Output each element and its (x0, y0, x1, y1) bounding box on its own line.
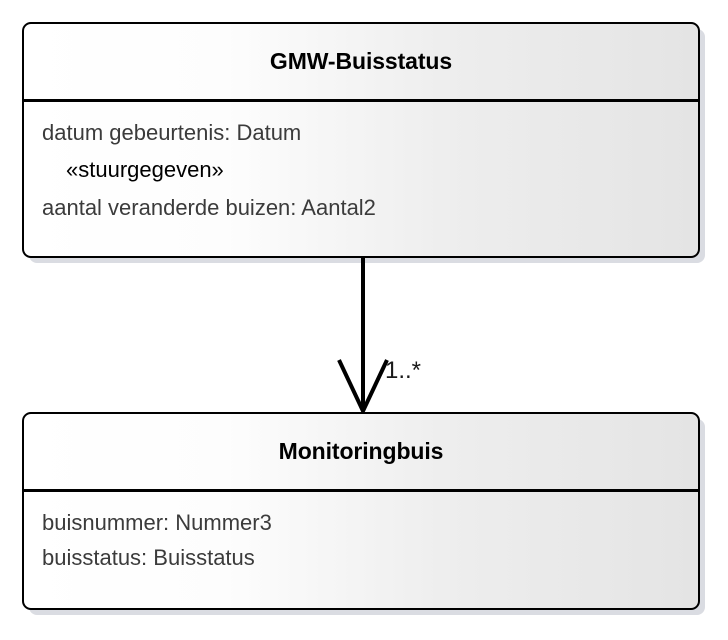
class-attributes-monitoringbuis: buisnummer: Nummer3 buisstatus: Buisstat… (24, 492, 698, 575)
association-multiplicity-label: 1..* (385, 357, 422, 384)
class-box-monitoringbuis[interactable]: Monitoringbuis buisnummer: Nummer3 buiss… (22, 412, 700, 610)
class-title-monitoringbuis: Monitoringbuis (24, 414, 698, 492)
attribute-aantal-veranderde-buizen: aantal veranderde buizen: Aantal2 (42, 195, 376, 220)
class-name-label: Monitoringbuis (278, 438, 444, 464)
class-name-label: GMW-Buisstatus (269, 48, 453, 74)
stereotype-stuurgegeven: «stuurgegeven» (66, 157, 224, 182)
class-title-gmw-buisstatus: GMW-Buisstatus (24, 24, 698, 102)
class-box-gmw-buisstatus[interactable]: GMW-Buisstatus datum gebeurtenis: Datum … (22, 22, 700, 258)
attribute-buisnummer: buisnummer: Nummer3 (42, 510, 272, 535)
association-arrowhead-icon (337, 359, 389, 416)
class-attributes-gmw-buisstatus: datum gebeurtenis: Datum «stuurgegeven» … (24, 102, 698, 225)
attribute-buisstatus: buisstatus: Buisstatus (42, 545, 255, 570)
attribute-datum-gebeurtenis: datum gebeurtenis: Datum (42, 120, 302, 145)
